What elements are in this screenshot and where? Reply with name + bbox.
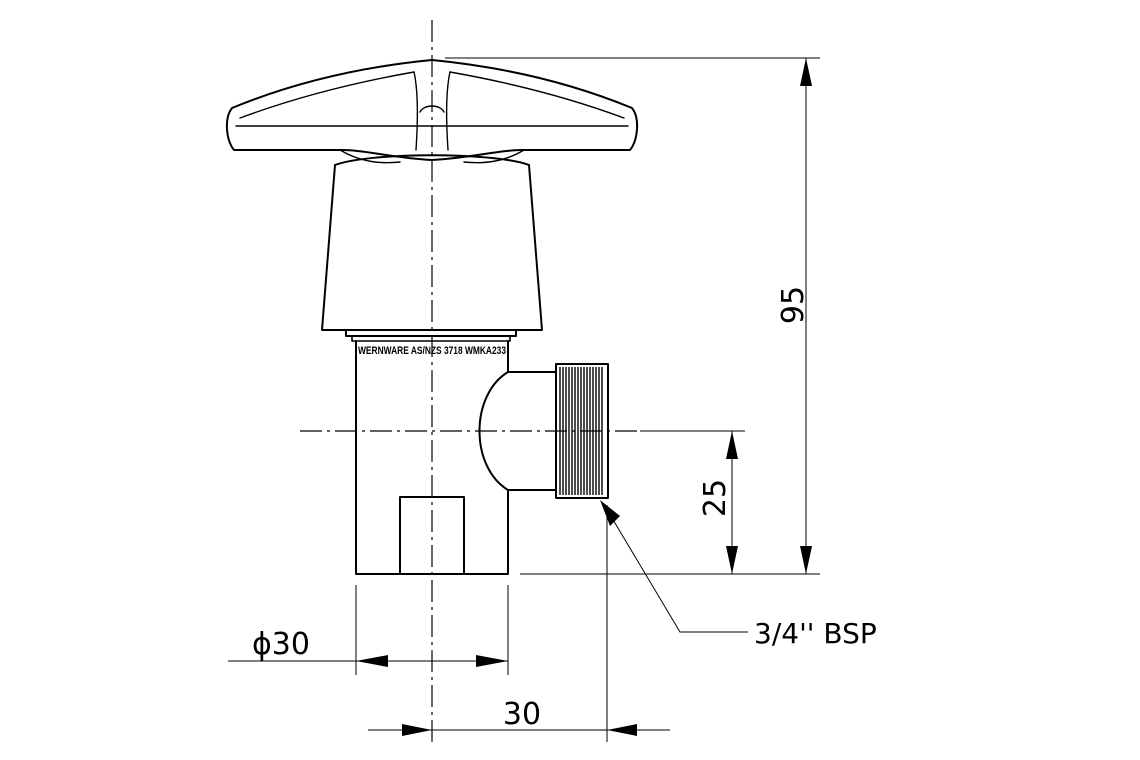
height-value: 95 [776, 286, 811, 324]
bonnet [321, 164, 543, 342]
outlet-height-value: 25 [698, 479, 733, 517]
height-dimension: 95 [776, 58, 812, 574]
body-marking: WERNWARE AS/NZS 3718 WMKA233 [358, 345, 506, 357]
outlet-height-dimension: 25 [698, 431, 738, 574]
thread-lines [559, 367, 603, 495]
offset-value: 30 [503, 697, 541, 732]
outlet-fitting [478, 363, 609, 499]
valve-body: WERNWARE AS/NZS 3718 WMKA233 [355, 340, 509, 575]
diameter-value: ϕ30 [252, 627, 310, 662]
offset-dimension: 30 [368, 697, 670, 736]
extension-lines [355, 57, 820, 742]
thread-label: 3/4'' BSP [754, 617, 877, 650]
cross-handle [226, 59, 638, 166]
thread-callout: 3/4'' BSP [600, 500, 877, 650]
inlet-slot [399, 496, 465, 575]
diameter-dimension: ϕ30 [228, 627, 508, 667]
